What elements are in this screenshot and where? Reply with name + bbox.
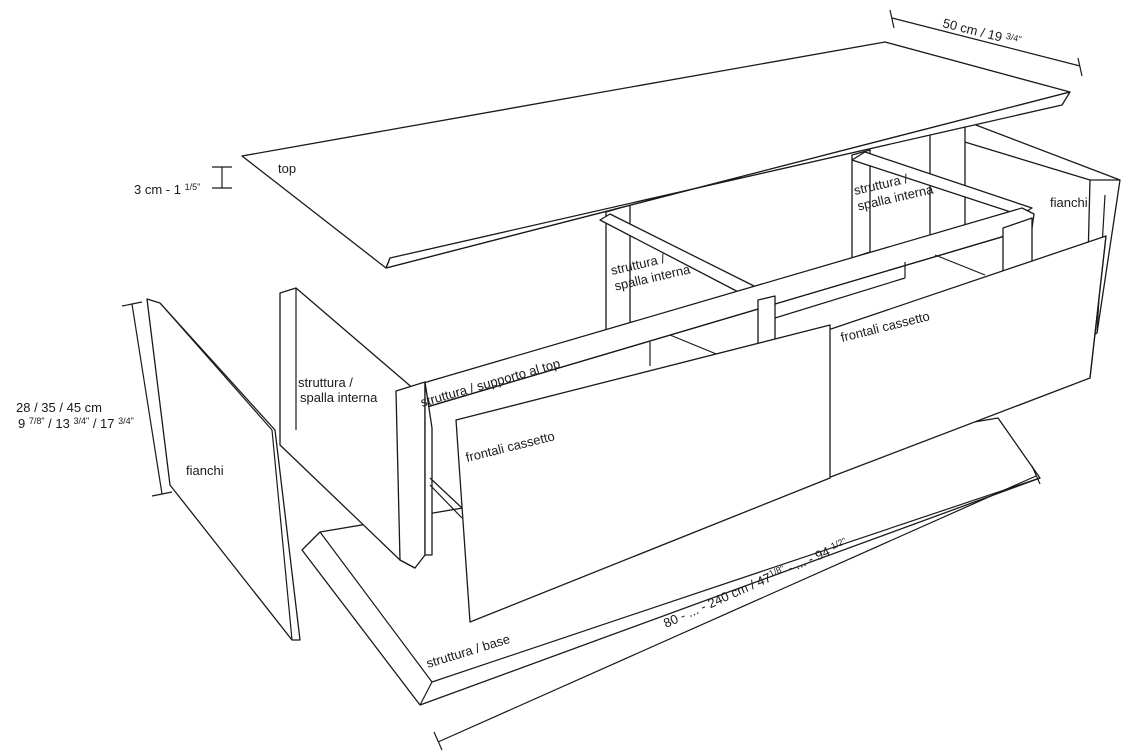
dimension-top-thickness-line: [212, 166, 232, 189]
label-fianchi-right: fianchi: [1050, 195, 1088, 210]
label-struttura-spalla-left: struttura / spalla interna: [298, 375, 378, 405]
dimension-length-line: [433, 465, 1041, 751]
top-panel: [241, 41, 1071, 269]
dim-h-1: / 13: [45, 416, 74, 431]
drawer-front-left: [455, 324, 831, 623]
dim-h-0s: 7/8": [29, 416, 45, 426]
dim-text-depth-main: 50 cm / 19: [941, 15, 1007, 45]
front-frame: [395, 381, 463, 569]
label-struttura-spalla-left-line2: spalla interna: [300, 390, 378, 405]
dim-text-top-thickness: 3 cm - 1 1/5": [134, 182, 200, 197]
inner-structure: [395, 121, 1035, 413]
dim-text-height-line1: 28 / 35 / 45 cm: [16, 400, 102, 415]
dim-text-depth: 50 cm / 19 3/4": [941, 15, 1022, 49]
base-panel: [301, 417, 1041, 706]
dim-h-0: 9: [18, 416, 29, 431]
dim-text-top-thickness-sup: 1/5": [185, 182, 201, 192]
side-panel-left: [146, 298, 301, 641]
dim-text-height-line2: 9 7/8" / 13 3/4" / 17 3/4": [18, 416, 134, 431]
label-fianchi-left: fianchi: [186, 463, 224, 478]
dim-h-1s: 3/4": [73, 416, 89, 426]
label-top: top: [278, 161, 296, 176]
internal-shoulder-left: [279, 287, 416, 569]
dimension-height-line: [121, 301, 173, 497]
dim-h-2: / 17: [89, 416, 118, 431]
dim-h-2s: 3/4": [118, 416, 134, 426]
label-struttura-spalla-left-line1: struttura /: [298, 375, 353, 390]
dimension-depth-line: [889, 9, 1083, 77]
dim-text-depth-sup: 3/4": [1005, 31, 1023, 45]
dim-text-top-thickness-main: 3 cm - 1: [134, 182, 185, 197]
